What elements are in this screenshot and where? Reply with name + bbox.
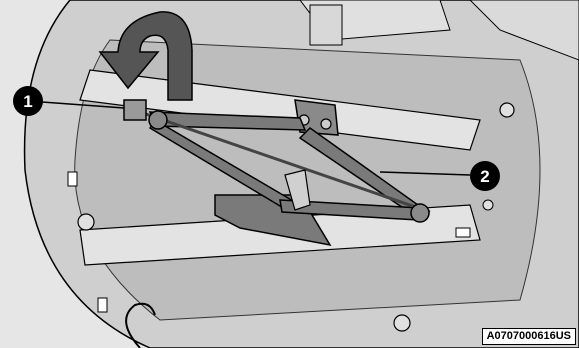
panel-slot (456, 228, 470, 237)
jack-pivot (411, 204, 429, 222)
bolt (500, 103, 514, 117)
jack-bolt (321, 119, 331, 129)
bolt (483, 200, 493, 210)
callout-1-label: 1 (23, 92, 32, 111)
figure-code: A0707000616US (482, 328, 576, 345)
panel-slot (68, 172, 77, 186)
upper-mount (310, 5, 342, 45)
callout-2-label: 2 (480, 167, 489, 186)
bolt (394, 315, 410, 331)
bolt (78, 214, 94, 230)
panel-slot (98, 298, 107, 312)
jack-pivot (149, 111, 167, 129)
crank-end (124, 100, 146, 120)
